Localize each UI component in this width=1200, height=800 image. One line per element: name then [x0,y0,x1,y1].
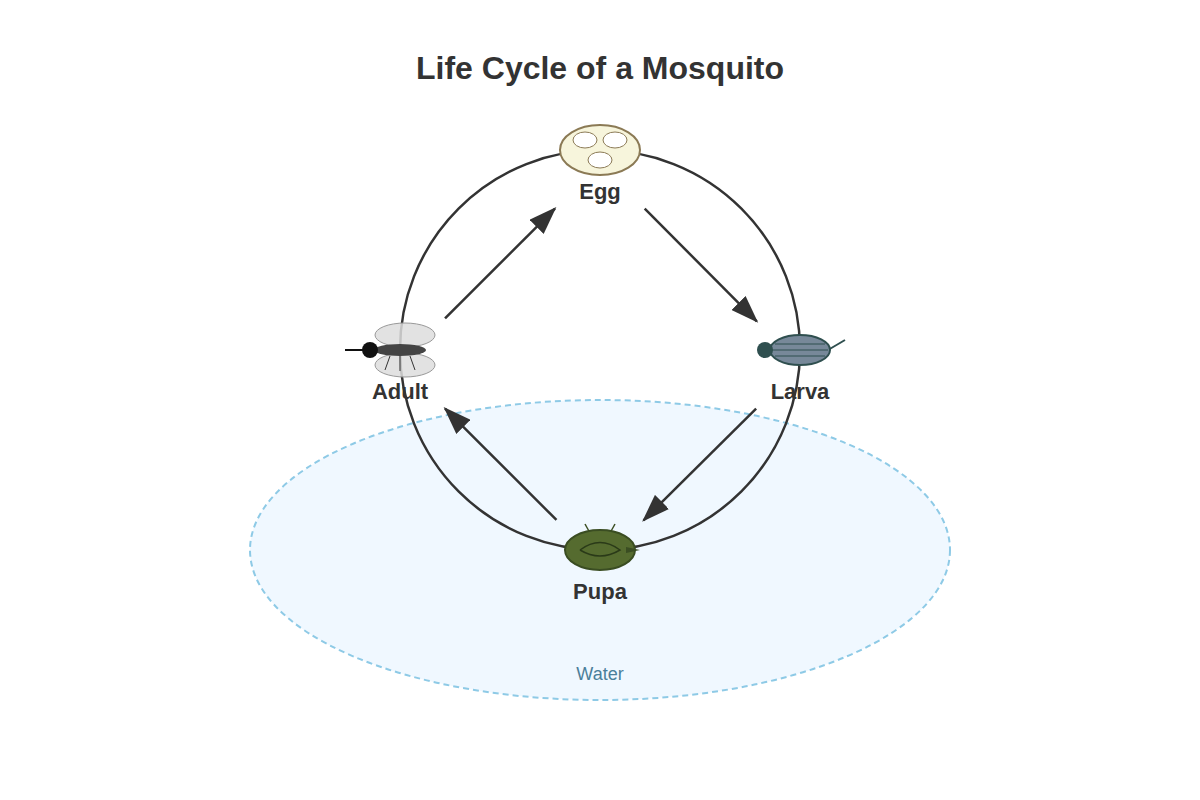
stage-node: Larva [748,325,852,405]
larva-segment [775,344,825,345]
region-label: Water [250,662,950,686]
stage-label: Larva [748,379,852,405]
adult-head [362,342,378,358]
adult-leg [400,356,401,371]
adult-icon [345,323,435,377]
egg-cluster [560,125,640,175]
adult-wing [375,353,435,377]
egg-cell [573,132,597,148]
egg-icon [560,125,640,175]
larva-head [757,342,773,358]
cycle-arrow [645,209,757,322]
adult-wing [375,323,435,347]
adult-proboscis [345,349,365,351]
stage-label: Pupa [560,579,640,605]
egg-cell [603,132,627,148]
adult-leg [410,356,415,370]
larva-icon [757,335,845,365]
cycle-arrow [445,209,555,319]
stage-label: Adult [340,379,460,405]
stage-node: Adult [340,322,460,405]
adult-body [374,344,426,356]
stage-node: Egg [555,122,645,205]
larva-body [770,335,830,365]
diagram-title: Life Cycle of a Mosquito [0,48,1200,88]
larva-segment [775,356,825,357]
water-outline [250,400,950,700]
adult-leg [385,356,390,370]
stage-label: Egg [555,179,645,205]
water-ellipse [250,400,950,700]
larva-segment [772,350,828,351]
water-region: Water Pupa [250,400,950,700]
egg-cell [588,152,612,168]
larva-siphon [828,340,845,350]
